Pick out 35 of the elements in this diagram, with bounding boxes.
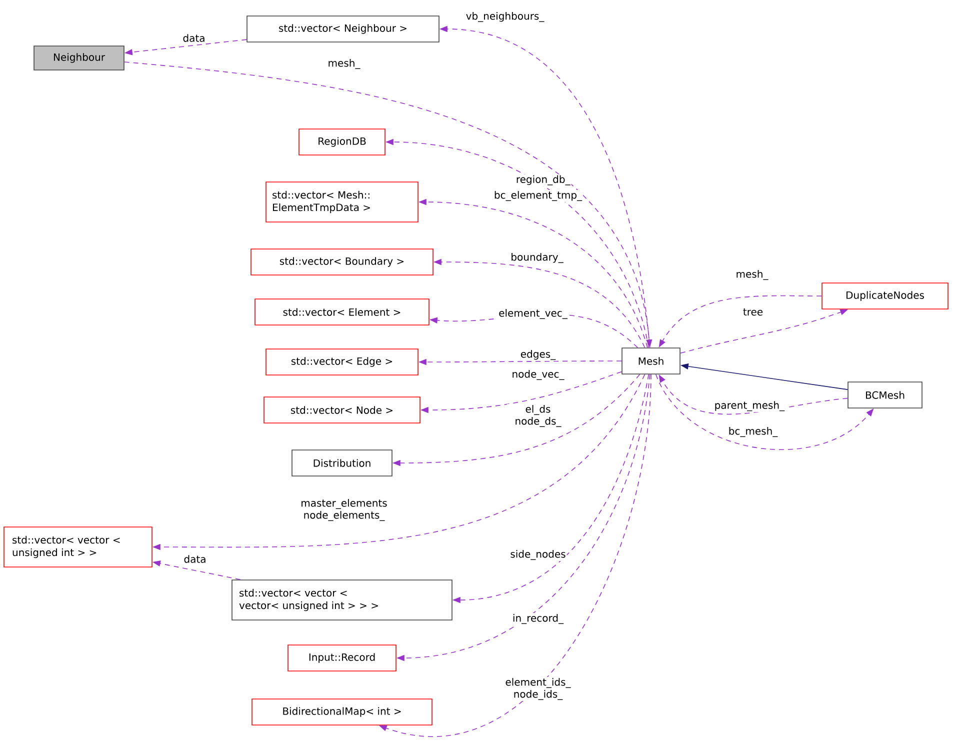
edge-label: vb_neighbours_	[464, 11, 546, 23]
edge-label: element_ids_ node_ids_	[502, 677, 574, 701]
edge-label: in_record_	[511, 613, 565, 625]
edge-label: boundary_	[510, 252, 564, 264]
edge-label: region_db_	[514, 174, 572, 186]
class-box: Mesh	[622, 348, 680, 374]
edge-label: node_vec_	[510, 369, 566, 381]
class-box: std::vector< Neighbour >	[246, 16, 440, 42]
class-box: DuplicateNodes	[822, 282, 948, 310]
edge-label: side_nodes	[509, 549, 567, 561]
class-box: std::vector< Boundary >	[250, 248, 434, 276]
edge-label: data	[182, 554, 208, 564]
edge-label: mesh_	[734, 269, 770, 281]
class-box: Input::Record	[288, 644, 396, 672]
edge-label: edges_	[519, 349, 557, 361]
edge-label: parent_mesh_	[713, 400, 786, 412]
class-box: Neighbour	[34, 46, 124, 70]
class-box: std::vector< Mesh:: ElementTmpData >	[266, 182, 418, 222]
edge-label: element_vec_	[498, 308, 568, 320]
class-box: std::vector< Element >	[254, 298, 430, 326]
edge-label: data	[182, 33, 206, 43]
class-box: std::vector< vector < vector< unsigned int > > >	[232, 580, 452, 620]
class-box: std::vector< Node >	[264, 396, 420, 424]
class-box: std::vector< vector < unsigned int > >	[4, 526, 152, 568]
class-box: std::vector< Edge >	[266, 348, 418, 376]
edge-label: el_ds node_ds_	[507, 404, 569, 428]
class-box: BidirectionalMap< int >	[252, 698, 432, 726]
class-box: BCMesh	[848, 382, 922, 408]
edge-label: mesh_	[326, 58, 362, 70]
class-box: RegionDB	[298, 128, 386, 156]
edge-label: bc_element_tmp_	[492, 190, 584, 202]
edge-label: bc_mesh_	[727, 426, 779, 438]
class-box: Distribution	[292, 450, 392, 476]
edge-label: master_elements node_elements_	[293, 498, 395, 522]
edge-label: tree	[742, 307, 764, 317]
